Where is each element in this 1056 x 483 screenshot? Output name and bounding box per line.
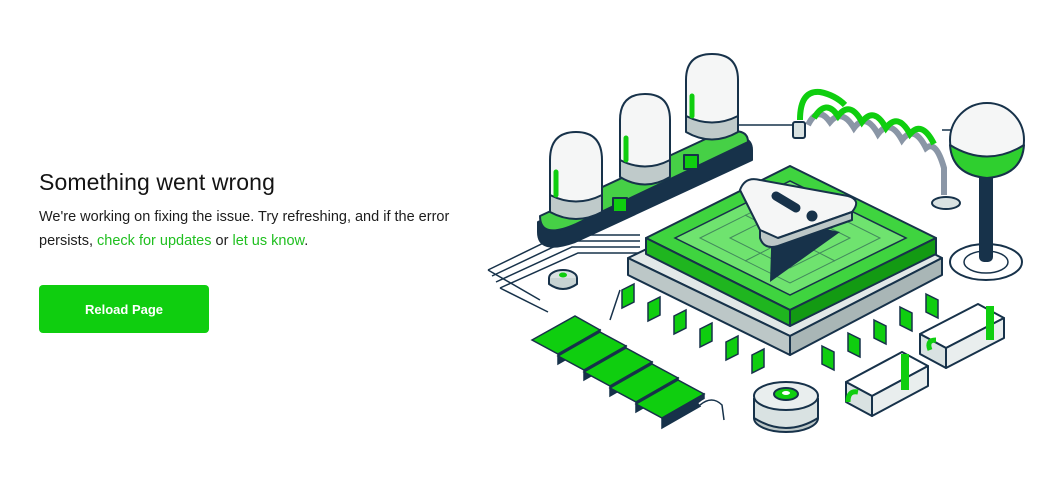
base-cylinder bbox=[753, 381, 819, 433]
reload-page-button[interactable]: Reload Page bbox=[39, 285, 209, 333]
connector-boxes bbox=[845, 303, 1005, 417]
contact-link[interactable]: let us know bbox=[232, 233, 305, 249]
period-text: . bbox=[304, 233, 309, 249]
connector-ramps bbox=[530, 315, 727, 430]
error-message: We're working on fixing the issue. Try r… bbox=[39, 205, 459, 253]
connector-text: or bbox=[215, 233, 229, 249]
check-updates-link[interactable]: check for updates bbox=[97, 233, 212, 249]
small-capacitor bbox=[548, 269, 578, 290]
lever-switch bbox=[949, 102, 1025, 281]
warning-icon bbox=[739, 178, 858, 248]
coil bbox=[792, 88, 961, 210]
vacuum-tubes bbox=[549, 53, 739, 220]
error-message-text: We're working on fixing the issue. Try r… bbox=[39, 209, 450, 249]
error-content: Something went wrong We're working on fi… bbox=[39, 169, 459, 253]
error-illustration: .st { stroke: #17324a; stroke-width: 2; … bbox=[487, 53, 1025, 433]
error-title: Something went wrong bbox=[39, 169, 275, 195]
